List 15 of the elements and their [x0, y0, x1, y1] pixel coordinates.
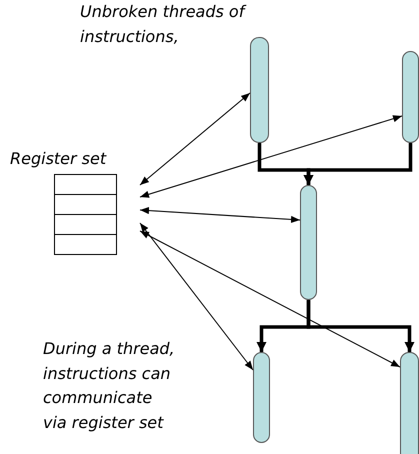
thread-bar — [400, 352, 419, 454]
arrow — [140, 92, 250, 186]
arrow — [140, 222, 254, 370]
arrow — [306, 300, 414, 352]
thread-bar — [250, 37, 269, 143]
arrow — [304, 143, 412, 185]
note-text: During a thread, instructions can communicate via register set — [43, 338, 176, 434]
thread-bar — [253, 352, 270, 443]
thread-bar — [402, 51, 419, 143]
arrow — [140, 115, 402, 198]
arrow — [140, 206, 300, 224]
note-text: Unbroken threads of instructions, — [80, 1, 248, 48]
node-heading: Register set — [10, 149, 106, 169]
thread-bar — [300, 185, 317, 300]
arrow — [140, 230, 400, 368]
